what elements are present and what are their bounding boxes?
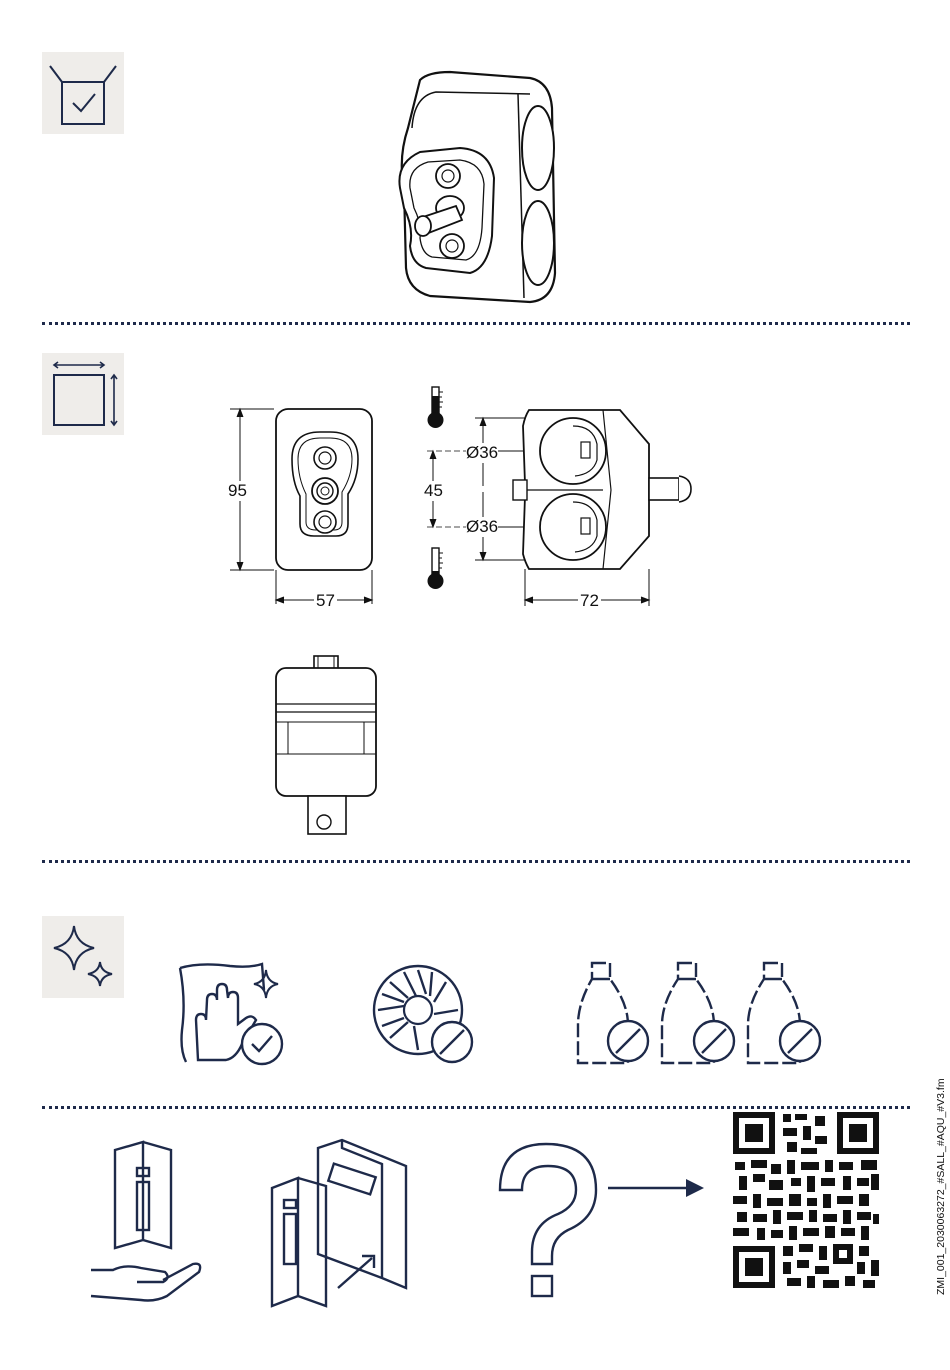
top-view-drawing: [272, 650, 382, 840]
care-section-icon: [42, 916, 124, 998]
document-code: ZMI_001_2030063272_#SALL_#AQU_#V3.fm: [935, 1078, 947, 1295]
side-width-dimension-label: 72: [578, 591, 601, 611]
front-width-dimension-label: 57: [314, 591, 337, 611]
front-view-drawing: [230, 404, 430, 604]
section-divider: [42, 1106, 910, 1109]
documentation-icon: [268, 1138, 418, 1313]
section-divider: [42, 322, 910, 325]
height-dimension-label: 95: [228, 481, 247, 501]
arrow-right-icon: [608, 1176, 708, 1200]
upper-diameter-label: Ø36: [466, 443, 498, 463]
no-chemical-cleaners-icon: [570, 955, 830, 1070]
qr-code: [731, 1110, 881, 1290]
dimensions-section-icon: [42, 353, 124, 435]
dimension-square-icon: [42, 353, 124, 435]
scope-of-delivery-icon: [42, 52, 124, 134]
center-distance-label: 45: [424, 481, 443, 501]
info-leaflet-in-hand-icon: [85, 1140, 205, 1310]
lower-diameter-label: Ø36: [466, 517, 498, 537]
side-view-drawing: [425, 404, 685, 604]
sparkle-icon: [42, 916, 124, 998]
box-check-icon: [42, 52, 124, 134]
section-divider: [42, 860, 910, 863]
no-abrasive-pad-icon: [368, 960, 488, 1070]
wipe-clean-icon: [170, 960, 290, 1070]
question-mark-icon: [496, 1140, 606, 1315]
product-illustration: [390, 68, 560, 308]
